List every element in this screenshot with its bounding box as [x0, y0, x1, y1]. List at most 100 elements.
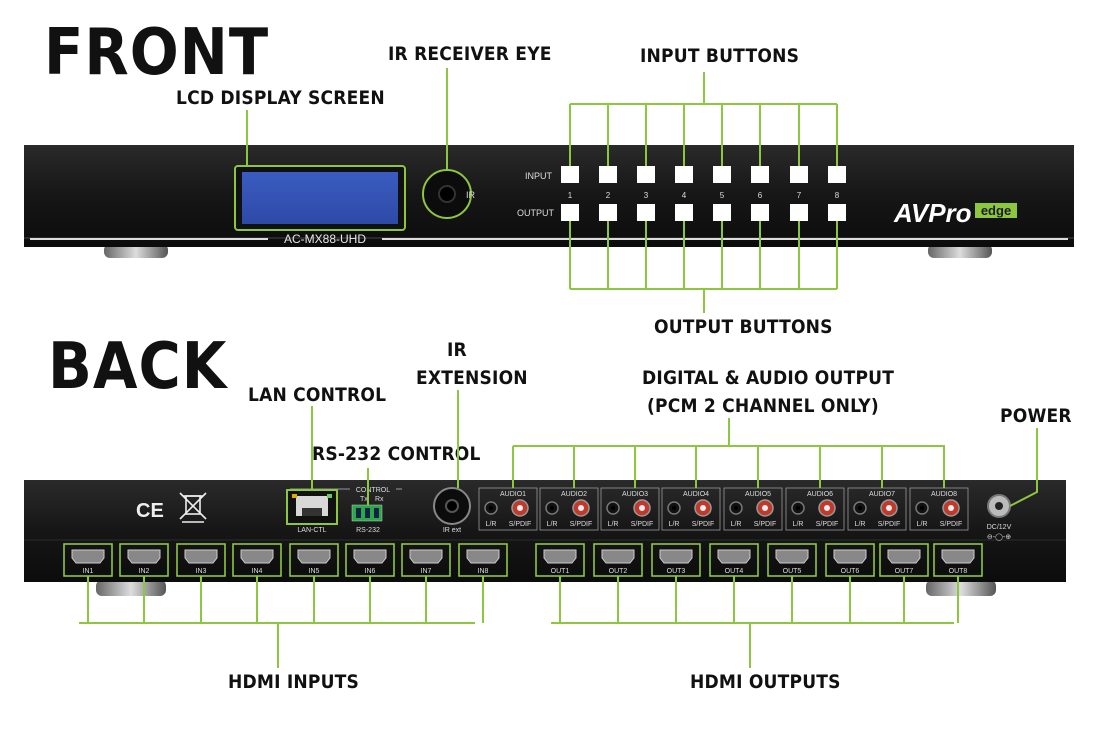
spdif-label: S/PDIF [631, 521, 654, 528]
control-label: CONTROL [356, 487, 390, 494]
audio-group-label: AUDIO1 [500, 491, 526, 498]
svg-text:OUT8: OUT8 [949, 568, 968, 575]
svg-text:IN8: IN8 [478, 568, 489, 575]
rs232-port: Tx Rx [351, 496, 384, 522]
lr-label: L/R [669, 521, 680, 528]
back-foot-left [96, 580, 166, 596]
output-button-1[interactable] [561, 204, 579, 221]
svg-text:IN2: IN2 [139, 568, 150, 575]
weee-bin-icon [179, 492, 207, 523]
audio-callout-line2: (PCM 2 CHANNEL ONLY) [647, 395, 879, 417]
back-heading: BACK [48, 330, 228, 404]
lr-label: L/R [793, 521, 804, 528]
button-number-5: 5 [720, 191, 725, 200]
audio-callout-line1: DIGITAL & AUDIO OUTPUT [642, 367, 895, 389]
svg-text:Tx: Tx [360, 496, 368, 503]
back-chassis [24, 480, 1066, 582]
hdmi-output-1: OUT1 [535, 543, 585, 577]
lan-port [286, 489, 338, 525]
front-heading: FRONT [44, 16, 270, 90]
audio-group-label: AUDIO4 [683, 491, 709, 498]
audio-group-label: AUDIO3 [622, 491, 648, 498]
front-chassis [24, 145, 1074, 247]
svg-text:edge: edge [981, 203, 1011, 218]
svg-text:OUT3: OUT3 [667, 568, 686, 575]
audio-group-label: AUDIO2 [561, 491, 587, 498]
lr-label: L/R [486, 521, 497, 528]
svg-text:OUT4: OUT4 [725, 568, 744, 575]
lcd-callout: LCD DISPLAY SCREEN [176, 87, 385, 109]
ir-ext-label: IR ext [443, 527, 461, 534]
input-button-1[interactable] [561, 166, 579, 183]
ir-ext-callout-line2: EXTENSION [416, 367, 528, 389]
output-button-8[interactable] [828, 204, 846, 221]
input-button-8[interactable] [828, 166, 846, 183]
input-button-7[interactable] [790, 166, 808, 183]
front-foot-right [928, 244, 992, 258]
input-row-label: INPUT [525, 171, 553, 181]
svg-text:IN3: IN3 [196, 568, 207, 575]
output-button-5[interactable] [713, 204, 731, 221]
back-foot-right [926, 580, 996, 596]
svg-text:OUT2: OUT2 [609, 568, 628, 575]
output-button-2[interactable] [599, 204, 617, 221]
output-button-4[interactable] [675, 204, 693, 221]
hdmi-outputs-callout: HDMI OUTPUTS [690, 671, 841, 693]
output-button-6[interactable] [751, 204, 769, 221]
lan-callout: LAN CONTROL [248, 384, 387, 406]
polarity-symbol: ⊖-◯-⊕ [987, 533, 1011, 541]
audio-group-label: AUDIO8 [931, 491, 957, 498]
lcd-screen [242, 172, 398, 224]
hdmi-output-2: OUT2 [593, 543, 643, 577]
lr-label: L/R [731, 521, 742, 528]
audio-group-label: AUDIO5 [745, 491, 771, 498]
hdmi-output-7: OUT7 [879, 543, 929, 577]
output-row-label: OUTPUT [517, 208, 555, 218]
svg-text:IN7: IN7 [421, 568, 432, 575]
rs232-port-label: RS-232 [356, 527, 380, 534]
front-foot-left [104, 244, 168, 258]
button-number-3: 3 [644, 191, 649, 200]
output-button-3[interactable] [637, 204, 655, 221]
svg-text:OUT5: OUT5 [783, 568, 802, 575]
power-callout: POWER [1000, 405, 1072, 427]
audio-group-label: AUDIO7 [869, 491, 895, 498]
input-button-2[interactable] [599, 166, 617, 183]
svg-text:OUT1: OUT1 [551, 568, 570, 575]
rs232-callout: RS-232 CONTROL [312, 443, 481, 465]
output-button-7[interactable] [790, 204, 808, 221]
hdmi-input-4: IN4 [232, 543, 282, 577]
back-callout-lines [79, 390, 1038, 668]
svg-text:IN6: IN6 [365, 568, 376, 575]
input-button-3[interactable] [637, 166, 655, 183]
front-callout-lines [246, 68, 838, 313]
avpro-edge-logo: AVPro edge [893, 198, 1017, 228]
spdif-label: S/PDIF [816, 521, 839, 528]
svg-text:IN1: IN1 [83, 568, 94, 575]
input-button-5[interactable] [713, 166, 731, 183]
svg-text:OUT6: OUT6 [841, 568, 860, 575]
ir-ext-callout-line1: IR [447, 339, 467, 361]
lan-port-label: LAN-CTL [297, 527, 326, 534]
ce-mark: CE [136, 500, 164, 522]
hdmi-output-4: OUT4 [709, 543, 759, 577]
lr-label: L/R [608, 521, 619, 528]
input-button-6[interactable] [751, 166, 769, 183]
input-buttons-callout: INPUT BUTTONS [640, 45, 800, 67]
svg-text:IN4: IN4 [252, 568, 263, 575]
lr-label: L/R [855, 521, 866, 528]
svg-text:Rx: Rx [375, 496, 384, 503]
hdmi-inputs-callout: HDMI INPUTS [228, 671, 360, 693]
input-button-4[interactable] [675, 166, 693, 183]
spdif-label: S/PDIF [509, 521, 532, 528]
svg-text:IN5: IN5 [309, 568, 320, 575]
hdmi-output-6: OUT6 [825, 543, 875, 577]
button-number-7: 7 [797, 191, 802, 200]
